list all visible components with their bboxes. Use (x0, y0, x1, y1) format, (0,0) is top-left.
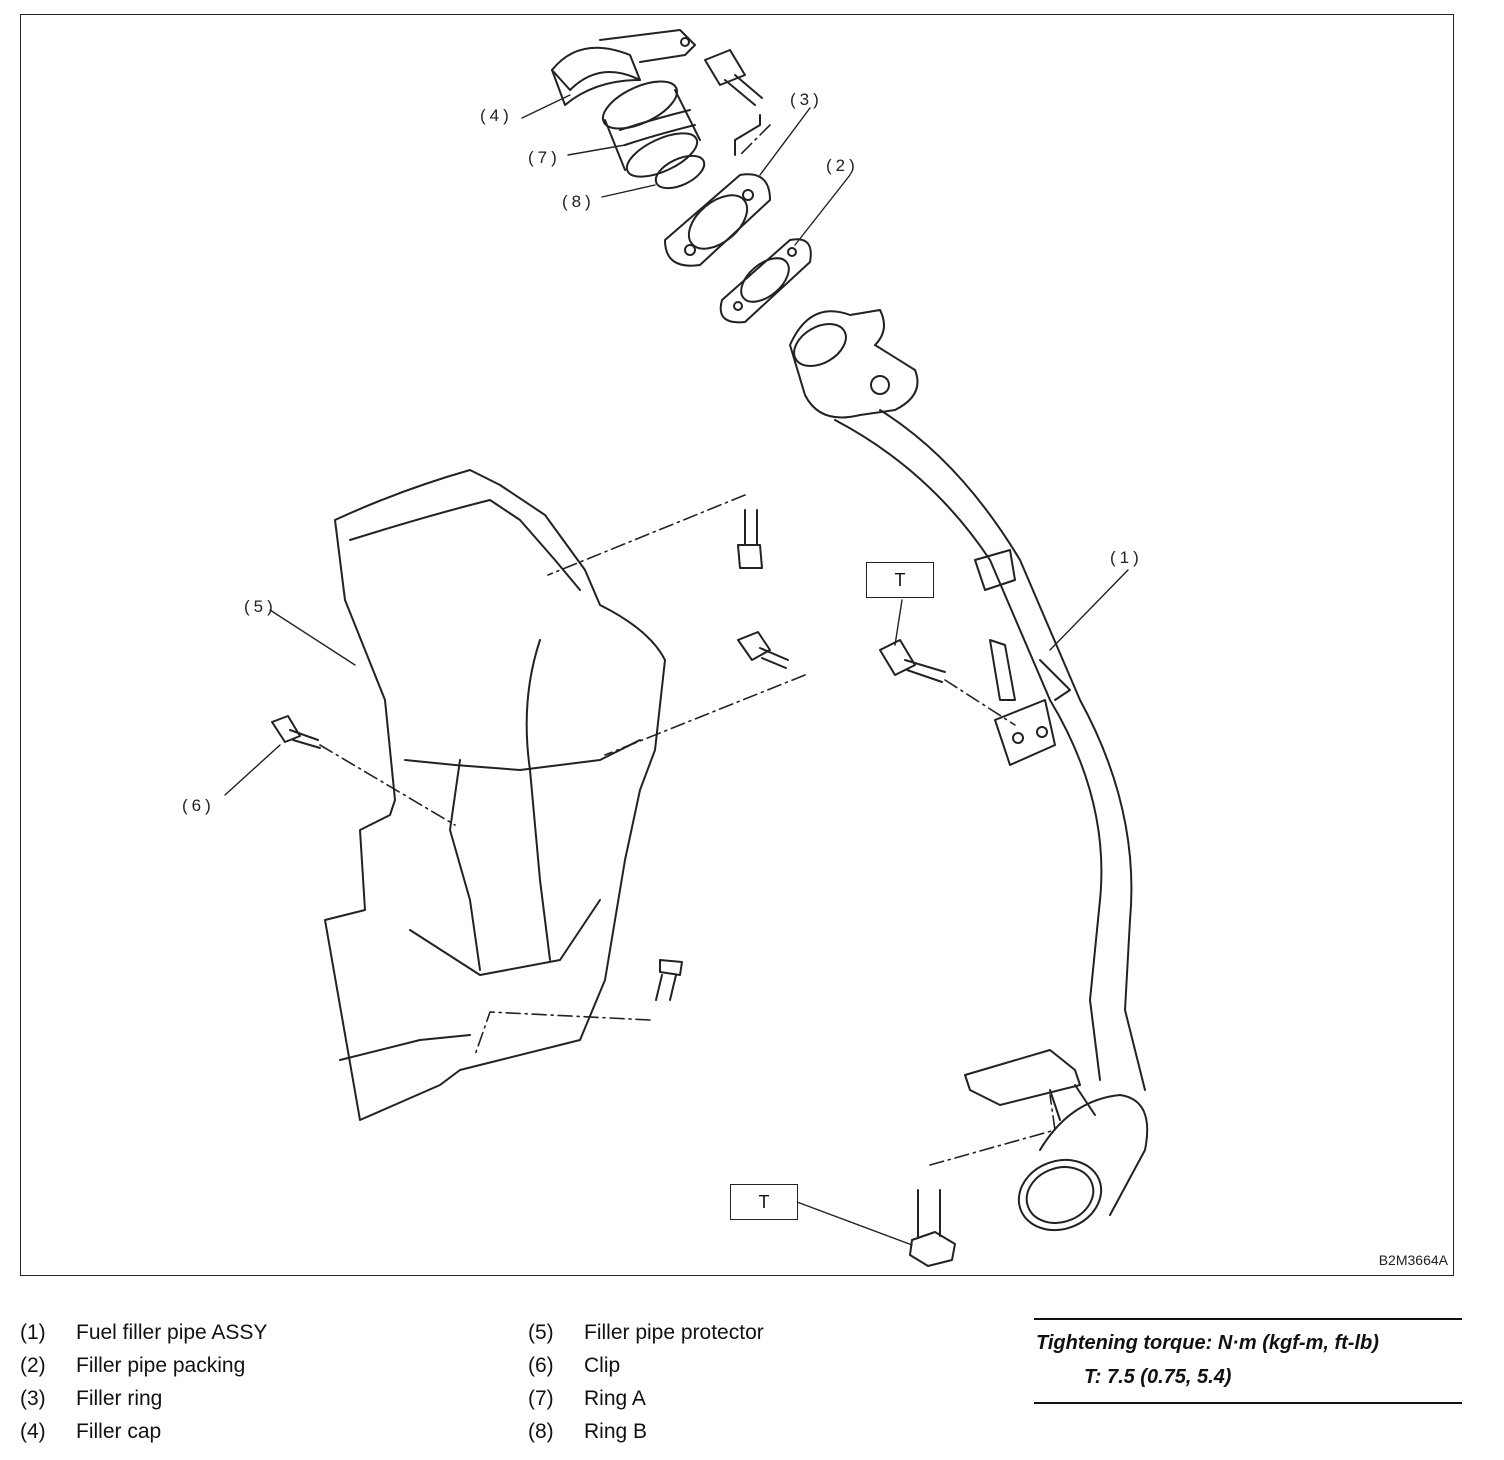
legend-number: (5) (528, 1321, 554, 1344)
torque-marker-lower: T (730, 1184, 798, 1220)
callout-5: (5) (244, 597, 277, 616)
legend-label: Filler pipe protector (584, 1321, 764, 1344)
ring-a-part (601, 80, 701, 178)
callout-2: (2) (826, 156, 859, 175)
legend-item: (8) Ring B (528, 1415, 764, 1448)
legend-number: (2) (20, 1354, 46, 1377)
torque-spec-title: Tightening torque: N·m (kgf-m, ft-lb) (1036, 1332, 1379, 1354)
legend-item: (1) Fuel filler pipe ASSY (20, 1316, 267, 1349)
top-bolt (704, 49, 763, 156)
alignment-lines (319, 124, 1056, 1166)
filler-ring-part (664, 173, 771, 267)
fuel-filler-pipe-part (789, 309, 1149, 1232)
legend-item: (4) Filler cap (20, 1415, 267, 1448)
callout-7: (7) (528, 148, 561, 167)
callout-4: (4) (480, 106, 513, 125)
legend-item: (7) Ring A (528, 1382, 764, 1415)
callout-1: (1) (1110, 548, 1143, 567)
filler-pipe-protector-part (324, 469, 666, 1121)
torque-spec-value: T: 7.5 (0.75, 5.4) (1084, 1366, 1232, 1388)
torque-spec-box: Tightening torque: N·m (kgf-m, ft-lb) T:… (1034, 1318, 1462, 1404)
callout-6: (6) (182, 796, 215, 815)
legend-number: (7) (528, 1387, 554, 1410)
ring-b-part (654, 154, 706, 190)
protector-bolt-upper (737, 509, 763, 569)
legend-number: (8) (528, 1420, 554, 1443)
callout-8: (8) (562, 192, 595, 211)
legend-number: (3) (20, 1387, 46, 1410)
legend-label: Filler cap (76, 1420, 162, 1443)
legend-number: (4) (20, 1420, 46, 1443)
torque-marker-upper: T (866, 562, 934, 598)
torque-bolt-middle (879, 639, 946, 683)
protector-bolt-middle (737, 631, 789, 669)
legend-label: Fuel filler pipe ASSY (76, 1321, 268, 1344)
filler-cap-part (551, 29, 696, 106)
legend-right: (5) Filler pipe protector (6) Clip (7) Ring… (528, 1316, 764, 1448)
legend-left: (1) Fuel filler pipe ASSY (2) Filler pipe … (20, 1316, 267, 1448)
legend-item: (6) Clip (528, 1349, 764, 1382)
legend-number: (1) (20, 1321, 46, 1344)
legend-item: (3) Filler ring (20, 1382, 267, 1415)
filler-pipe-packing-part (719, 238, 812, 324)
callout-3: (3) (790, 90, 823, 109)
legend-label: Filler pipe packing (76, 1354, 246, 1377)
legend-label: Ring B (584, 1420, 648, 1443)
legend-item: (5) Filler pipe protector (528, 1316, 764, 1349)
legend-number: (6) (528, 1354, 554, 1377)
figure-code: B2M3664A (1378, 1252, 1448, 1268)
legend-label: Ring A (584, 1387, 646, 1410)
leader-lines (224, 94, 1129, 1246)
figure-frame (20, 14, 1454, 1276)
legend-item: (2) Filler pipe packing (20, 1349, 267, 1382)
torque-bolt-lower (909, 1189, 956, 1267)
clip-bolt (271, 715, 321, 749)
exploded-diagram (224, 29, 1149, 1267)
legend-label: Clip (584, 1354, 621, 1377)
legend-label: Filler ring (76, 1387, 163, 1410)
protector-bolt-lower (655, 959, 683, 1001)
